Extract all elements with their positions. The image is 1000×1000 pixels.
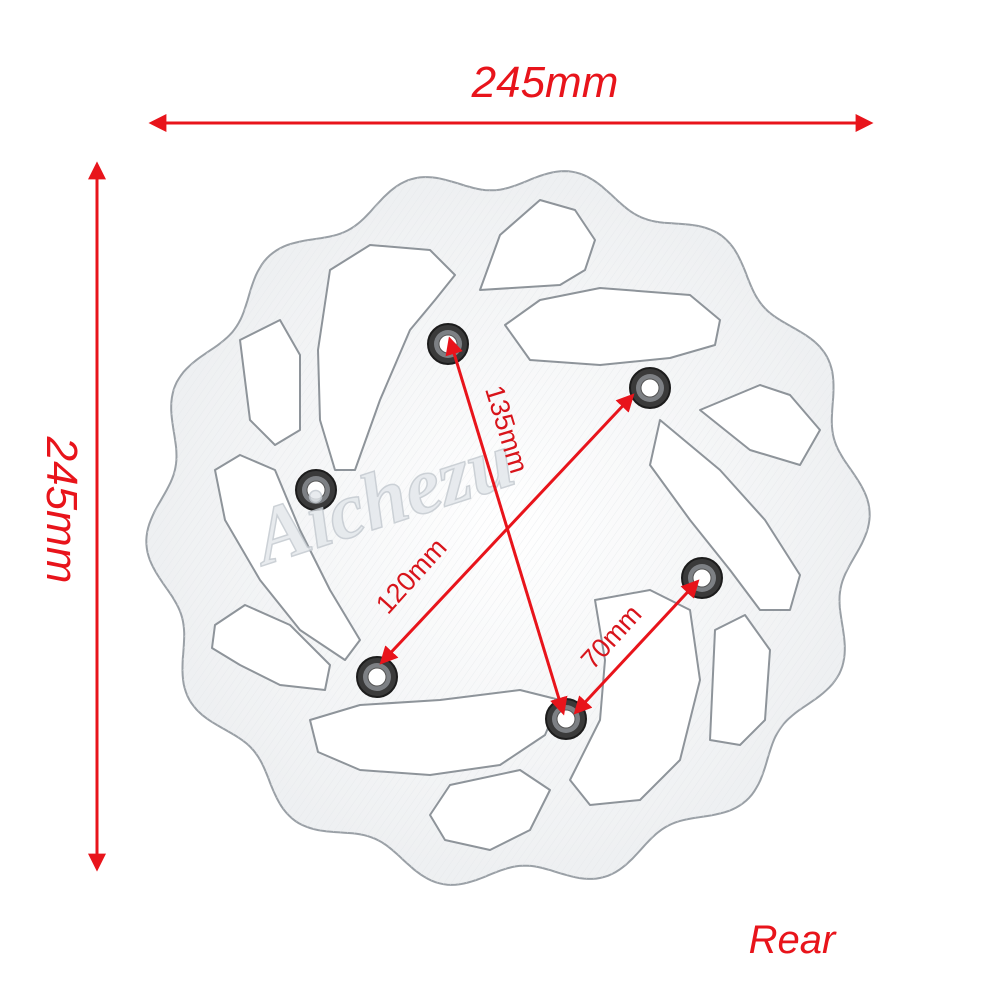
width-dimension-label: 245mm [471, 58, 619, 107]
bolt-hole [545, 698, 587, 740]
cooling-slot [649, 419, 801, 611]
hole-span-70-arrow [573, 579, 700, 715]
bolt-hole [356, 656, 398, 698]
cooling-slot [214, 454, 361, 661]
cooling-slot [239, 319, 301, 446]
cooling-slot [429, 769, 551, 851]
position-caption: Rear [749, 918, 837, 962]
cooling-slot [211, 604, 331, 691]
cooling-slot [479, 199, 596, 291]
bolt-hole [427, 323, 469, 365]
height-dimension-label: 245mm [37, 436, 86, 584]
bolt-hole [295, 469, 337, 511]
cooling-slot [709, 614, 771, 746]
cooling-slot [699, 384, 821, 466]
cooling-slot [317, 244, 456, 471]
bolt-hole [629, 367, 671, 409]
hole-span-120-arrow [379, 393, 635, 665]
